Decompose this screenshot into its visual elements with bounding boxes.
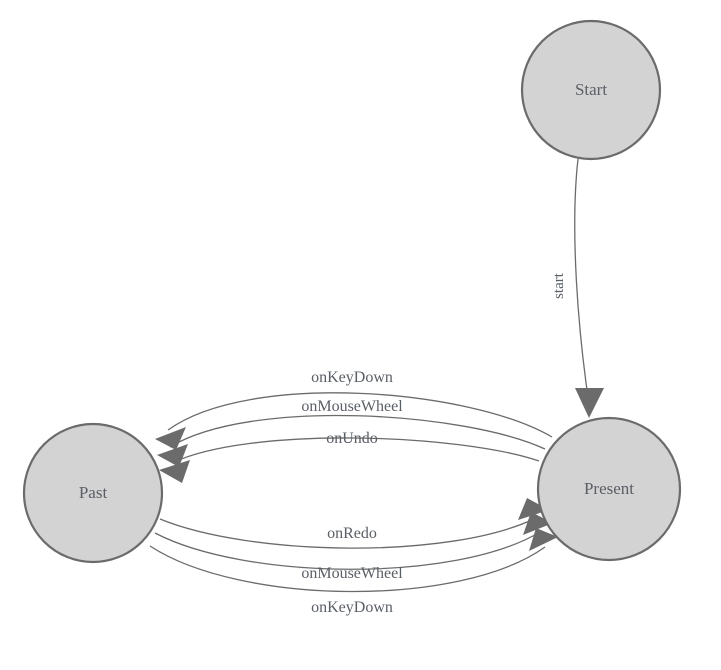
arrowhead-past-to-present-mousewheel <box>523 512 553 535</box>
edge-label-present-to-past-undo: onUndo <box>326 430 378 447</box>
edge-past-to-present-redo[interactable]: onRedo <box>159 498 549 549</box>
edge-label-past-to-present-mousewheel: onMouseWheel <box>301 565 403 582</box>
edge-present-to-past-mousewheel[interactable]: onMouseWheel <box>157 398 546 467</box>
edge-past-to-present-redo-path <box>159 517 537 549</box>
edge-present-to-past-mousewheel-path <box>169 414 546 450</box>
edge-past-to-present-mousewheel[interactable]: onMouseWheel <box>154 512 553 582</box>
edge-label-start: start <box>551 272 567 299</box>
edge-present-to-past-keydown-path <box>167 392 553 438</box>
edge-past-to-present-mousewheel-path <box>154 531 541 570</box>
node-present-label: Present <box>584 479 634 498</box>
node-past-circle <box>22 422 164 564</box>
node-past[interactable]: Past <box>22 422 164 564</box>
node-start[interactable]: Start <box>520 19 662 161</box>
edge-present-to-past-undo-path <box>171 437 540 464</box>
node-past-label: Past <box>79 483 108 502</box>
arrowhead-start-to-present <box>575 388 604 418</box>
arrowhead-present-to-past-keydown <box>155 427 186 450</box>
edge-present-to-past-keydown[interactable]: onKeyDown <box>155 369 553 450</box>
node-present[interactable]: Present <box>536 416 682 562</box>
arrowhead-past-to-present-redo <box>518 498 549 520</box>
arrowhead-present-to-past-undo <box>159 460 190 483</box>
arrowhead-past-to-present-keydown <box>529 528 558 551</box>
edge-label-past-to-present-redo: onRedo <box>327 525 377 542</box>
arrowhead-present-to-past-mousewheel <box>157 444 188 467</box>
edge-past-to-present-keydown[interactable]: onKeyDown <box>149 528 558 616</box>
edge-label-present-to-past-mousewheel: onMouseWheel <box>301 398 403 415</box>
node-present-circle <box>536 416 682 562</box>
edge-present-to-past-undo[interactable]: onUndo <box>159 430 540 483</box>
node-start-label: Start <box>575 80 607 99</box>
node-start-circle <box>520 19 662 161</box>
edge-label-present-to-past-keydown: onKeyDown <box>311 369 393 386</box>
edge-past-to-present-keydown-path <box>149 545 546 593</box>
edge-start-to-present-path <box>574 158 590 405</box>
edge-start-to-present[interactable]: start <box>551 158 604 418</box>
edge-label-past-to-present-keydown: onKeyDown <box>311 599 393 616</box>
